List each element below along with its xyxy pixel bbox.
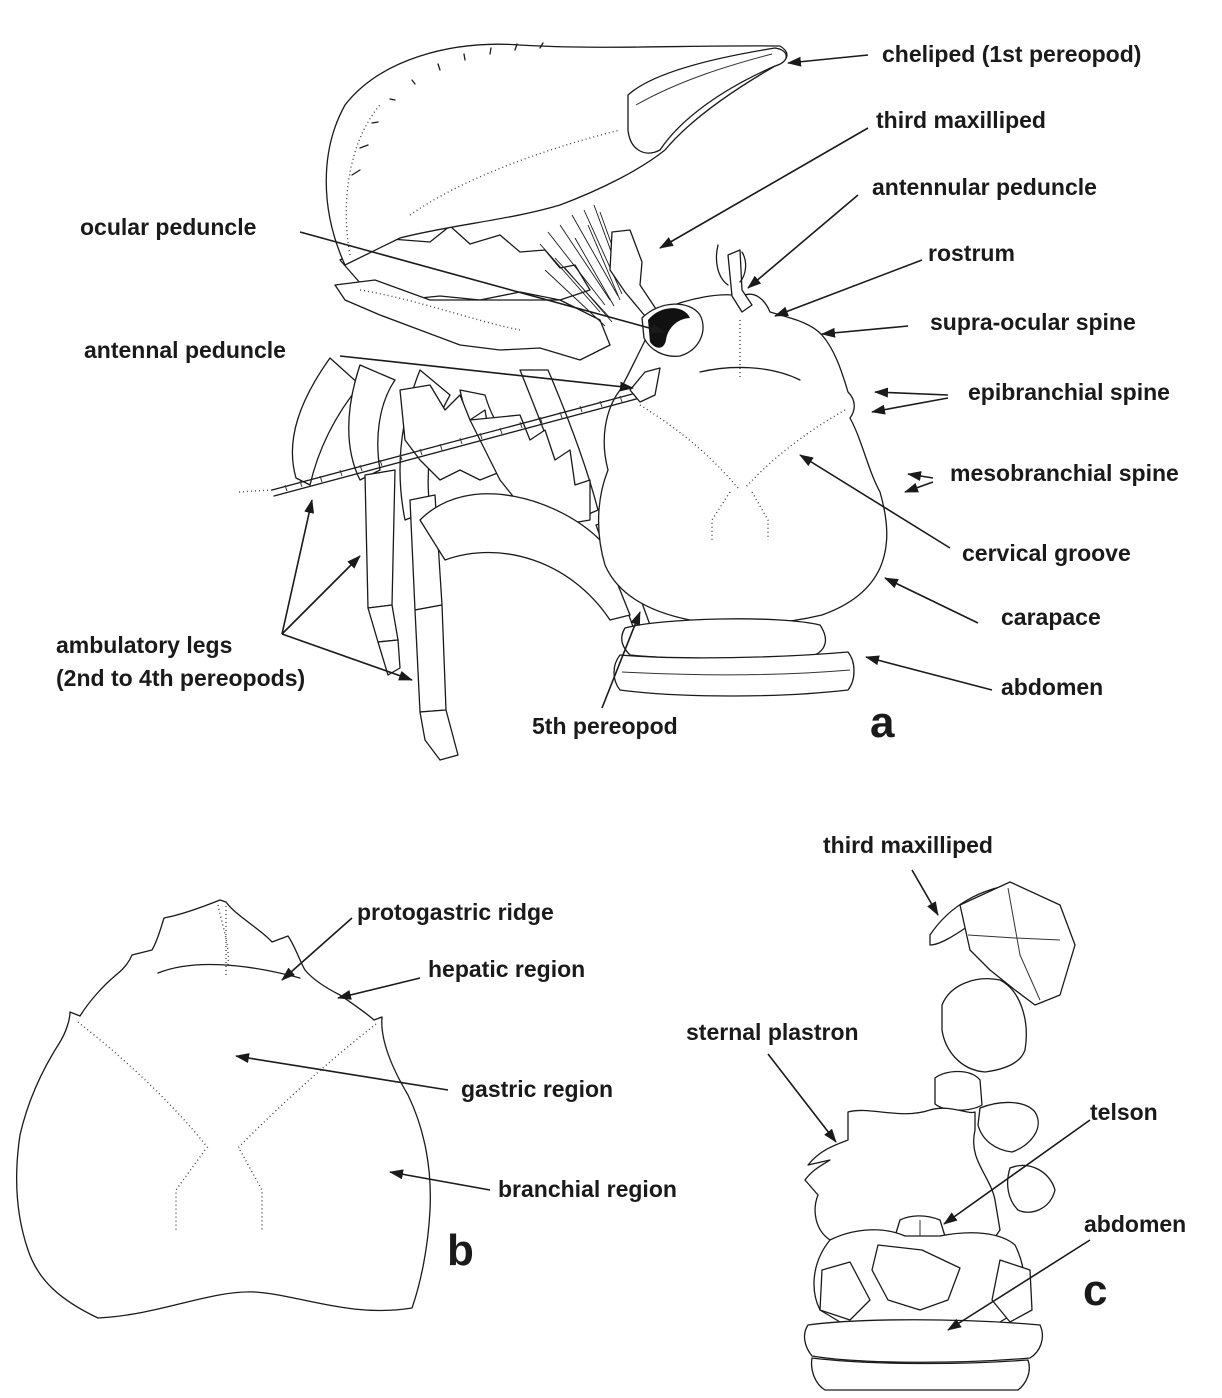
label-abdomen-c: abdomen — [1084, 1211, 1186, 1237]
label-ocular-peduncle: ocular peduncle — [80, 214, 256, 240]
label-telson: telson — [1090, 1099, 1158, 1125]
label-mesobranchial-spine: mesobranchial spine — [950, 460, 1179, 486]
label-cervical-groove: cervical groove — [962, 540, 1131, 566]
panel-letter-c: c — [1083, 1266, 1107, 1315]
label-antennular-peduncle: antennular peduncle — [872, 174, 1097, 200]
panel-letter-a: a — [870, 698, 895, 747]
label-ambulatory-legs-sub: (2nd to 4th pereopods) — [56, 665, 305, 691]
label-supra-ocular-spine: supra-ocular spine — [930, 309, 1136, 335]
panel-c-drawing — [803, 881, 1076, 1391]
panel-b-drawing — [16, 899, 431, 1319]
label-third-maxilliped-c: third maxilliped — [823, 832, 993, 858]
pointer-arrows — [235, 54, 1091, 1331]
label-protogastric-ridge: protogastric ridge — [357, 899, 554, 925]
label-third-maxilliped-a: third maxilliped — [876, 107, 1046, 133]
label-antennal-peduncle: antennal peduncle — [84, 337, 286, 363]
label-abdomen-a: abdomen — [1001, 674, 1103, 700]
labels: cheliped (1st pereopod) third maxilliped… — [56, 41, 1186, 1315]
label-sternal-plastron: sternal plastron — [686, 1019, 859, 1045]
label-rostrum: rostrum — [928, 240, 1015, 266]
label-carapace: carapace — [1001, 604, 1101, 630]
panel-letter-b: b — [447, 1226, 474, 1275]
label-hepatic-region: hepatic region — [428, 956, 585, 982]
label-ambulatory-legs: ambulatory legs — [56, 632, 232, 658]
label-fifth-pereopod: 5th pereopod — [532, 713, 678, 739]
label-epibranchial-spine: epibranchial spine — [968, 379, 1170, 405]
panel-a-drawing — [237, 42, 888, 761]
label-branchial-region: branchial region — [498, 1176, 677, 1202]
label-gastric-region: gastric region — [461, 1076, 613, 1102]
label-cheliped: cheliped (1st pereopod) — [882, 41, 1141, 67]
